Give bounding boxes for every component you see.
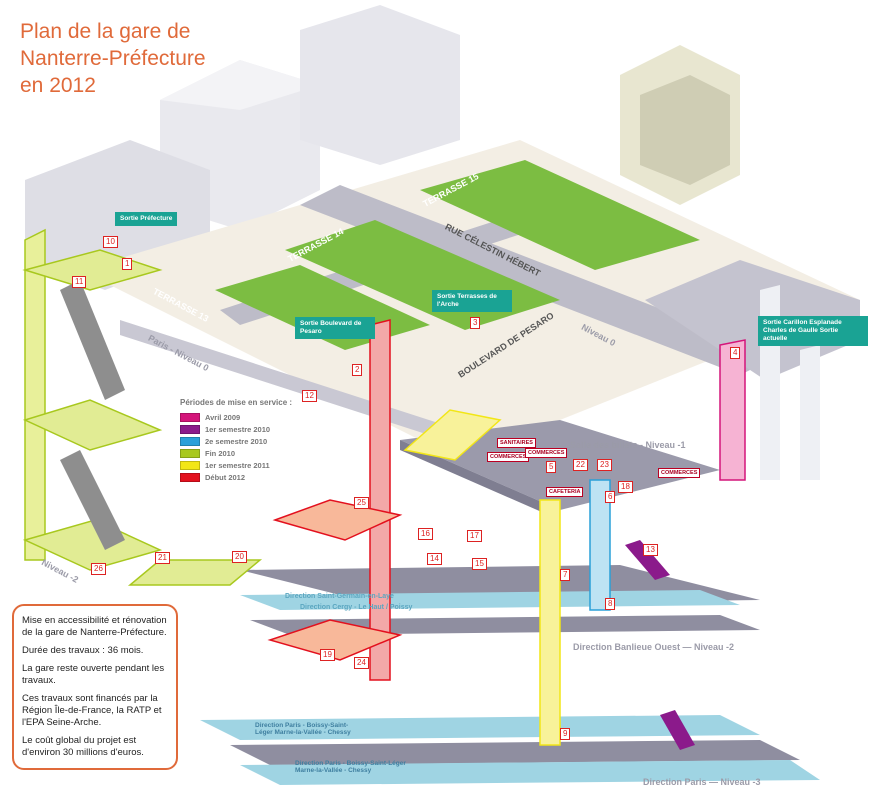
marker-21: 21 (155, 552, 170, 564)
info-paragraph: Le coût global du projet est d'environ 3… (22, 735, 144, 758)
red-shaft (267, 319, 403, 681)
legend-item: Fin 2010 (180, 447, 330, 459)
legend-label: 1er semestre 2010 (205, 424, 271, 434)
shop-commerces-c: COMMERCES (658, 468, 701, 478)
legend-item: 1er semestre 2010 (180, 423, 330, 435)
platform-saint-germain: Direction Saint-Germain-en-Laye (285, 593, 394, 600)
marker-6: 6 (605, 491, 616, 503)
marker-3: 3 (470, 317, 481, 329)
legend-swatch (180, 436, 200, 446)
marker-9: 9 (560, 728, 571, 740)
legend-swatch (180, 448, 200, 458)
exit-carillon: Sortie Carillon Esplanade Charles de Gau… (758, 316, 868, 346)
info-paragraph: Mise en accessibilité et rénovation de l… (22, 615, 167, 638)
legend-item: 2e semestre 2010 (180, 435, 330, 447)
legend: Périodes de mise en service : Avril 2009… (180, 398, 330, 483)
marker-20: 20 (232, 551, 247, 563)
legend-item: Début 2012 (180, 471, 330, 483)
legend-swatch (180, 412, 200, 422)
marker-12: 12 (302, 390, 317, 402)
shop-sanitaires: SANITAIRES (497, 438, 536, 448)
marker-24: 24 (354, 657, 369, 669)
marker-13: 13 (643, 544, 658, 556)
marker-11: 11 (72, 276, 87, 288)
info-paragraph: Ces travaux sont financés par la Région … (22, 693, 162, 728)
marker-15: 15 (472, 558, 487, 570)
marker-18: 18 (618, 481, 633, 493)
blue-shaft (589, 479, 611, 611)
platform-paris-a: Direction Paris - Boissy-Saint-Léger Mar… (255, 722, 351, 736)
shop-commerces-a: COMMERCES (487, 452, 530, 462)
legend-label: Fin 2010 (205, 448, 236, 458)
exit-pesaro: Sortie Boulevard de Pesaro (295, 317, 375, 339)
marker-16: 16 (418, 528, 433, 540)
shop-cafeteria: CAFETERIA (546, 487, 584, 497)
info-paragraph: Durée des travaux : 36 mois. (22, 645, 144, 656)
level-billets: Salle des billets - Niveau -1 (570, 440, 686, 450)
lime-tower (22, 228, 263, 586)
marker-1: 1 (122, 258, 133, 270)
ticket-hall (400, 420, 720, 520)
level-banlieue: Direction Banlieue Ouest — Niveau -2 (573, 642, 735, 652)
exit-terrasses: Sortie Terrasses de l'Arche (432, 290, 512, 312)
info-box: Mise en accessibilité et rénovation de l… (12, 604, 178, 770)
legend-label: Avril 2009 (205, 412, 241, 422)
marker-23: 23 (597, 459, 612, 471)
marker-10: 10 (103, 236, 118, 248)
marker-22: 22 (573, 459, 588, 471)
yellow-shaft (403, 409, 561, 746)
legend-swatch (180, 472, 200, 482)
platform-cergy: Direction Cergy - Le Haut / Poissy (300, 604, 413, 611)
exit-prefecture: Sortie Préfecture (115, 212, 178, 226)
legend-title: Périodes de mise en service : (180, 398, 293, 407)
legend-label: 2e semestre 2010 (205, 436, 268, 446)
level-paris-3: Direction Paris — Niveau -3 (643, 777, 761, 787)
marker-25: 25 (354, 497, 369, 509)
marker-7: 7 (560, 569, 571, 581)
page-title: Plan de la gare de Nanterre-Préfecture e… (20, 18, 280, 99)
legend-label: 1er semestre 2011 (205, 460, 270, 470)
marker-4: 4 (730, 347, 741, 359)
shop-commerces-b: COMMERCES (525, 448, 568, 458)
marker-19: 19 (320, 649, 335, 661)
title-line-3: en 2012 (20, 74, 96, 97)
marker-26: 26 (91, 563, 106, 575)
marker-2: 2 (352, 364, 363, 376)
platform-paris-b: Direction Paris - Boissy-Saint-Léger Mar… (295, 760, 406, 774)
marker-17: 17 (467, 530, 482, 542)
purple-escalator (625, 540, 695, 750)
legend-swatch (180, 460, 200, 470)
platforms-level-3 (200, 715, 820, 785)
info-paragraph: La gare reste ouverte pendant les travau… (22, 663, 165, 686)
legend-swatch (180, 424, 200, 434)
marker-8: 8 (605, 598, 616, 610)
marker-5: 5 (546, 461, 557, 473)
title-line-2: Nanterre-Préfecture (20, 47, 206, 70)
marker-14: 14 (427, 553, 442, 565)
legend-item: 1er semestre 2011 (180, 459, 330, 471)
legend-item: Avril 2009 (180, 411, 330, 423)
title-line-1: Plan de la gare de (20, 20, 191, 43)
legend-label: Début 2012 (205, 472, 246, 482)
